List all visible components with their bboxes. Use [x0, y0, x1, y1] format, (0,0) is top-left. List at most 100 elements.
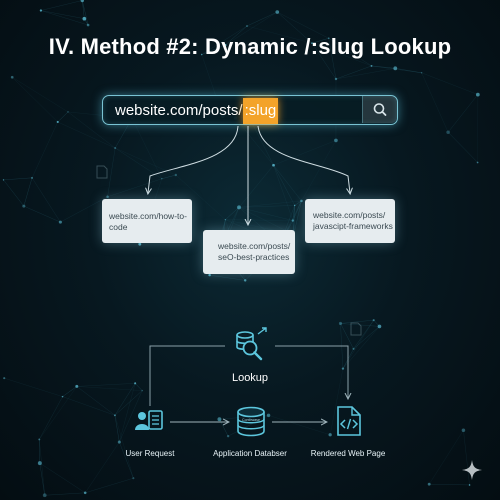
- network-node: [75, 384, 79, 388]
- network-line: [23, 205, 61, 223]
- network-node: [37, 461, 42, 466]
- network-node: [114, 146, 117, 150]
- network-line: [39, 396, 63, 440]
- network-line: [328, 38, 372, 67]
- network-line: [353, 320, 374, 350]
- network-line: [3, 179, 25, 207]
- network-line: [277, 11, 313, 44]
- flow-node-label: Rendered Web Page: [310, 449, 386, 458]
- network-line: [277, 11, 329, 39]
- network-line: [114, 415, 134, 479]
- example-url-line1: website.com/how-to-code: [109, 211, 187, 232]
- url-slug-highlight: :slug: [242, 98, 279, 124]
- example-url-line1: website.com/posts/: [313, 210, 386, 220]
- network-line: [395, 68, 422, 74]
- network-node: [42, 493, 47, 498]
- network-line: [335, 68, 396, 80]
- network-node: [31, 176, 34, 179]
- network-line: [249, 117, 274, 166]
- sparkle-icon: [462, 460, 482, 480]
- network-line: [115, 147, 162, 179]
- network-line: [161, 174, 176, 179]
- flow-node-label: Application Databser: [213, 449, 287, 458]
- network-node: [67, 111, 69, 113]
- network-node: [117, 440, 121, 444]
- network-node: [352, 347, 355, 350]
- network-node: [476, 161, 479, 164]
- network-line: [85, 477, 134, 494]
- network-node: [83, 491, 87, 495]
- network-line: [292, 205, 295, 221]
- network-line: [4, 377, 63, 397]
- network-node: [266, 413, 271, 418]
- network-line: [39, 462, 86, 494]
- network-node: [328, 433, 332, 437]
- network-line: [107, 147, 116, 197]
- example-url-card: website.com/how-to-code: [102, 199, 192, 243]
- page-title: IV. Method #2: Dynamic /:slug Lookup: [48, 34, 452, 59]
- network-line: [12, 77, 69, 113]
- example-url-line1: website.com/posts/: [218, 241, 291, 251]
- network-line: [115, 147, 176, 176]
- network-line: [238, 200, 302, 208]
- flow-node-label: User Request: [125, 449, 175, 458]
- network-line: [84, 441, 120, 493]
- network-node: [161, 178, 163, 180]
- network-node: [134, 382, 137, 385]
- network-line: [39, 463, 45, 496]
- network-line: [428, 430, 464, 485]
- network-line: [311, 43, 337, 80]
- network-line: [371, 65, 396, 69]
- network-line: [44, 492, 86, 496]
- network-node: [200, 53, 203, 56]
- url-bar[interactable]: website.com/posts/:slug: [102, 95, 398, 125]
- network-node: [106, 195, 109, 199]
- network-line: [3, 177, 33, 181]
- network-line: [273, 165, 295, 206]
- network-node: [300, 199, 303, 203]
- network-node: [327, 37, 330, 40]
- network-node: [468, 484, 471, 486]
- network-line: [57, 121, 116, 149]
- network-node: [224, 219, 227, 221]
- network-line: [39, 439, 45, 496]
- search-button[interactable]: [362, 96, 397, 123]
- network-line: [335, 65, 372, 80]
- arrow-to-card-1: [148, 125, 239, 193]
- example-url-line2: seO-best-practices: [218, 252, 290, 262]
- network-line: [246, 25, 313, 44]
- network-line: [235, 117, 274, 166]
- url-base: website.com/posts/: [115, 102, 243, 119]
- network-line: [131, 118, 163, 179]
- network-line: [238, 165, 274, 208]
- network-node: [138, 242, 142, 246]
- network-node: [311, 42, 313, 45]
- network-line: [82, 0, 89, 26]
- network-node: [223, 43, 227, 47]
- network-line: [62, 396, 115, 416]
- code-document-icon: [337, 406, 361, 436]
- network-line: [57, 111, 69, 123]
- network-line: [40, 0, 83, 11]
- network-node: [61, 395, 64, 398]
- network-node: [58, 220, 62, 224]
- network-node: [2, 179, 5, 181]
- user-request-icon: [135, 410, 163, 430]
- network-line: [228, 415, 269, 437]
- network-line: [134, 383, 143, 391]
- network-node: [82, 16, 87, 21]
- network-line: [273, 165, 302, 202]
- network-node: [217, 417, 222, 422]
- network-line: [342, 326, 380, 369]
- network-node: [338, 321, 343, 325]
- network-line: [114, 390, 143, 416]
- network-line: [268, 415, 331, 436]
- example-url-card: website.com/posts/ javascipt-frameworks: [305, 199, 395, 243]
- network-line: [311, 38, 329, 44]
- network-node: [246, 25, 248, 27]
- network-line: [353, 326, 380, 350]
- document-icon: [350, 322, 362, 336]
- network-line: [273, 165, 294, 221]
- database-search-icon: [236, 327, 267, 361]
- url-text: website.com/posts/:slug: [115, 98, 279, 124]
